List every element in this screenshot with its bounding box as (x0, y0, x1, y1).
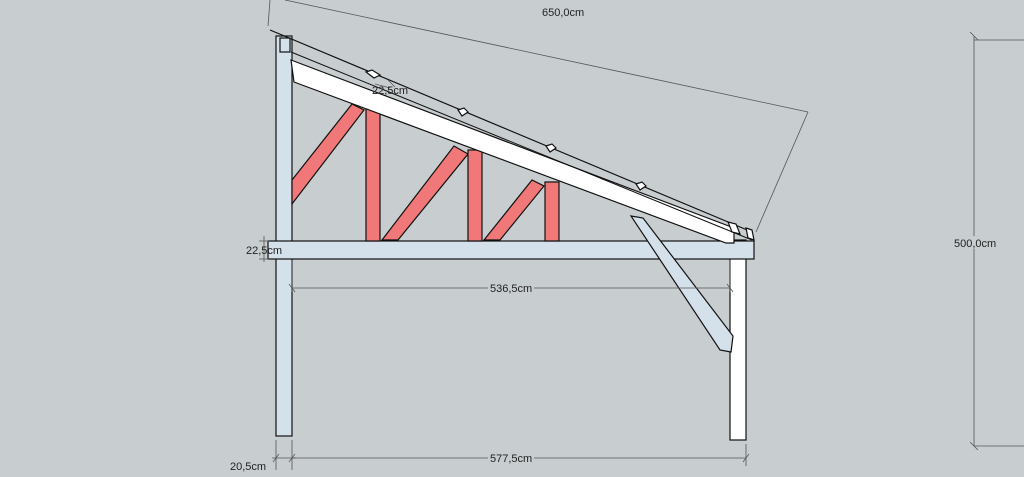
dimension-beam-depth: 22,5cm (246, 236, 282, 262)
dimension-total-height: 500,0cm (950, 31, 1024, 451)
dimension-label-total-height: 500,0cm (954, 238, 996, 250)
tie-beam (267, 240, 755, 260)
truss-web-diagonal-2 (380, 145, 469, 241)
purlin-markers (364, 69, 755, 241)
dimension-rafter-depth: 22,5cm (372, 79, 408, 97)
dimension-post-width: 20,5cm (230, 440, 296, 473)
knee-brace (629, 215, 734, 353)
left-post (275, 35, 293, 437)
roof-top-line (269, 29, 753, 233)
truss-web-diagonal-3 (482, 179, 545, 241)
truss-web-diagonal-1 (291, 103, 365, 206)
dimension-label-beam-depth: 22,5cm (246, 245, 282, 257)
dimension-label-post-width: 20,5cm (230, 461, 266, 473)
truss-web-vertical-2 (467, 149, 483, 242)
truss-web-vertical-3 (544, 181, 560, 242)
roof-board-line (290, 51, 753, 241)
dimension-label-total-width: 577,5cm (490, 453, 532, 465)
dimension-label-beam-span: 536,5cm (490, 283, 532, 295)
dimension-total-width: 577,5cm (292, 444, 750, 466)
dimension-beam-span: 536,5cm (288, 260, 734, 295)
dimension-label-rafter-length: 650,0cm (542, 7, 584, 19)
main-rafter (290, 59, 735, 244)
dimension-rafter-length: 650,0cm (267, 0, 809, 233)
left-post-notch (279, 37, 291, 53)
dimension-label-rafter-depth: 22,5cm (372, 85, 408, 97)
truss-web-vertical-1 (365, 107, 381, 242)
